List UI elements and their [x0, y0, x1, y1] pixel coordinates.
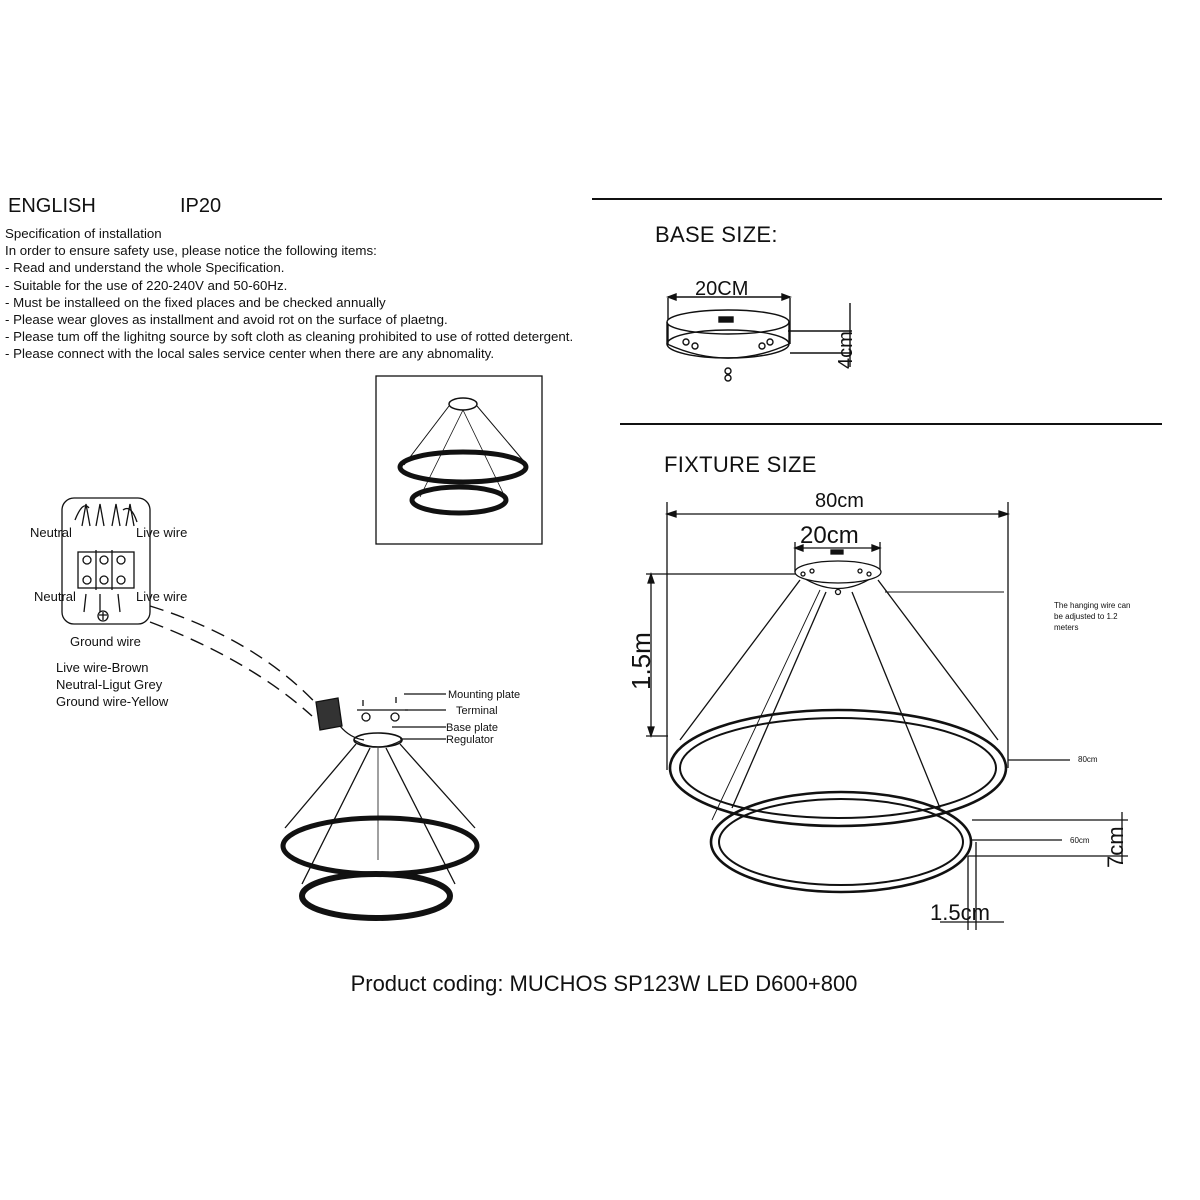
hanging-wire-note-line-1: The hanging wire can [1054, 601, 1131, 610]
product-illustration-frame [375, 375, 543, 545]
wire-color-legend-live: Live wire-Brown [56, 660, 148, 675]
large-ring-diameter-label: 80cm [1078, 755, 1098, 764]
base-size-title: BASE SIZE: [655, 222, 778, 247]
live-wire-label-top: Live wire [136, 525, 187, 540]
base-plate-label: Base plate [446, 722, 498, 734]
wiring-terminal-diagram [61, 497, 151, 625]
spec-line: - Please wear gloves as installment and … [5, 312, 448, 328]
spec-line: - Please connect with the local sales se… [5, 346, 495, 362]
spec-line: Specification of installation [5, 226, 162, 241]
hanging-wire-note-line-3: meters [1054, 623, 1078, 632]
wiring-connection-lines [149, 605, 325, 717]
regulator-label: Regulator [446, 734, 494, 746]
base-width-label: 20CM [695, 278, 748, 300]
spec-line: - Suitable for the use of 220-240V and 5… [5, 277, 288, 293]
installation-exploded-view [280, 693, 480, 921]
small-ring-diameter-label: 60cm [1070, 836, 1090, 845]
installation-spec: Specification of installation In order t… [5, 225, 573, 363]
product-coding: Product coding: MUCHOS SP123W LED D600+8… [350, 971, 858, 996]
live-wire-label-bottom: Live wire [136, 589, 187, 604]
wire-color-legend-neutral: Neutral-Ligut Grey [56, 677, 163, 692]
wire-color-legend-ground: Ground wire-Yellow [56, 694, 169, 709]
ip-rating: IP20 [180, 195, 222, 217]
ring-depth-label: 7cm [1103, 826, 1128, 868]
base-height-label: 4cm [835, 331, 857, 369]
ground-wire-label: Ground wire [70, 634, 141, 649]
mounting-plate-label: Mounting plate [448, 689, 520, 701]
spec-line: - Read and understand the whole Specific… [5, 260, 285, 276]
fixture-canopy-width-label: 20cm [800, 522, 859, 549]
spec-line: - Please tum off the lighitng source by … [5, 329, 574, 345]
fixture-drawing [646, 502, 1128, 930]
neutral-label-top: Neutral [30, 525, 72, 540]
neutral-label-bottom: Neutral [34, 589, 76, 604]
language-label: ENGLISH [8, 195, 96, 217]
spec-line: In order to ensure safety use, please no… [5, 243, 377, 259]
base-plate-drawing [666, 292, 852, 382]
ring-thickness-label: 1.5cm [930, 900, 990, 925]
fixture-height-label: 1.5m [626, 632, 656, 690]
fixture-size-title: FIXTURE SIZE [664, 452, 817, 477]
spec-line: - Must be installeed on the fixed places… [5, 294, 386, 310]
hanging-wire-note-line-2: be adjusted to 1.2 [1054, 612, 1118, 621]
terminal-label: Terminal [456, 705, 498, 717]
fixture-overall-width-label: 80cm [815, 490, 864, 512]
